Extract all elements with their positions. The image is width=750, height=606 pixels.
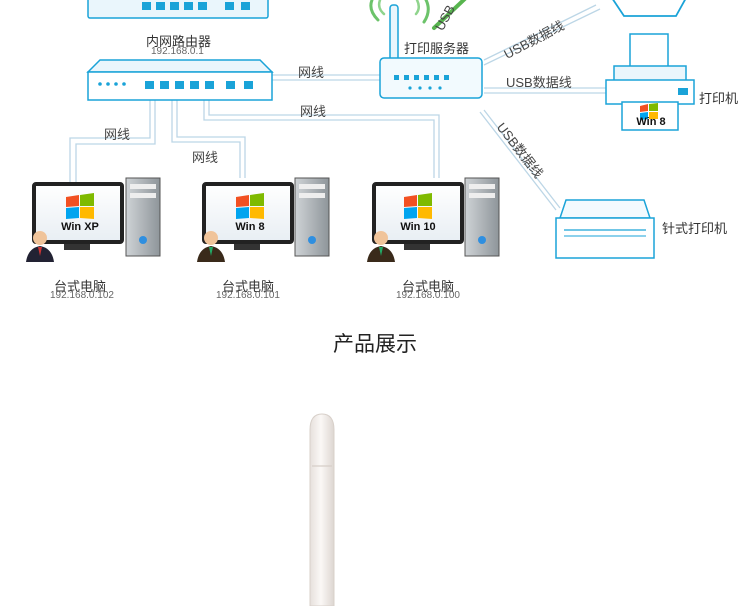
cable-label-pc3: 网线 <box>300 101 326 120</box>
printer-label: 打印机 <box>699 88 738 107</box>
print-server-antenna <box>390 5 398 61</box>
dot-matrix-label: 针式打印机 <box>662 218 727 237</box>
usb-label-laser: USB数据线 <box>506 72 572 91</box>
computer-3 <box>367 178 499 262</box>
section-title: 产品展示 <box>0 328 750 358</box>
lan-router <box>88 60 272 100</box>
pc2-ip: 192.168.0.101 <box>216 290 280 301</box>
cable-label-router-server: 网线 <box>298 62 324 81</box>
pc3-os: Win 10 <box>392 221 444 233</box>
computer-1 <box>26 178 160 262</box>
wifi-signal-icon <box>371 0 428 22</box>
pc2-os: Win 8 <box>224 221 276 233</box>
computer-2 <box>197 178 329 262</box>
pc1-ip: 192.168.0.102 <box>50 290 114 301</box>
cable-label-pc1: 网线 <box>104 124 130 143</box>
top-switch <box>88 0 268 18</box>
router-ip: 192.168.0.1 <box>151 46 204 57</box>
printer-os-label: Win 8 <box>628 116 674 128</box>
top-printer <box>612 0 686 16</box>
cable-label-pc2: 网线 <box>192 147 218 166</box>
print-server <box>380 58 482 98</box>
pc1-os: Win XP <box>54 221 106 233</box>
print-server-label: 打印服务器 <box>404 38 469 57</box>
pc3-ip: 192.168.0.100 <box>396 290 460 301</box>
antenna-product-image <box>310 414 334 606</box>
dot-matrix-printer <box>556 200 654 258</box>
